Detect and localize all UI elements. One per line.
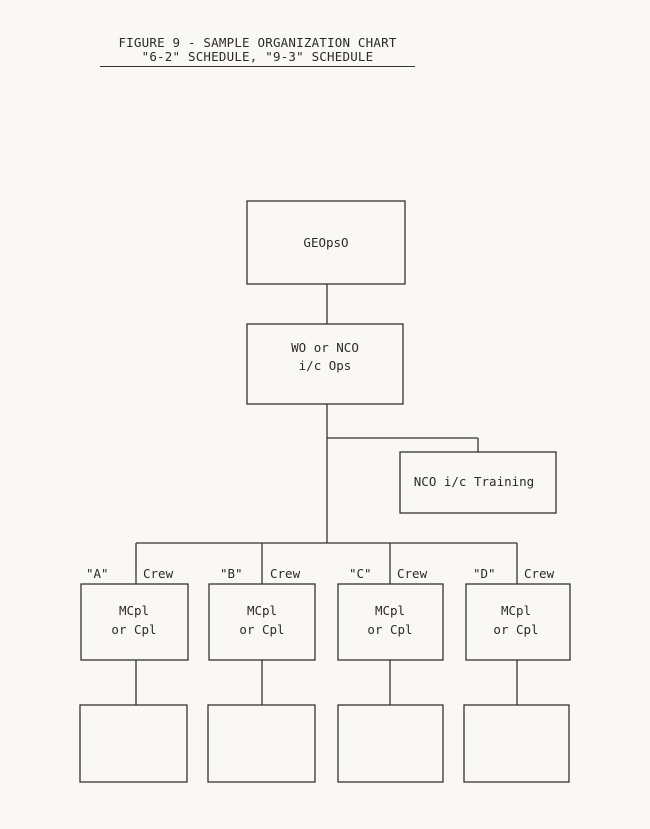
crew-b-letter: "B"	[220, 566, 243, 581]
crew-b-label-line1: MCpl	[247, 603, 277, 618]
crew-b-label-line2: or Cpl	[239, 622, 284, 637]
node-ops-label-line1: WO or NCO	[291, 340, 359, 355]
crew-c-label-line1: MCpl	[375, 603, 405, 618]
crew-b-word: Crew	[270, 566, 301, 581]
crew-a-label-line1: MCpl	[119, 603, 149, 618]
crew-c-word: Crew	[397, 566, 428, 581]
crew-d-box	[465, 583, 571, 661]
crew-a-word: Crew	[143, 566, 174, 581]
node-training-label: NCO i/c Training	[414, 474, 534, 489]
crew-d-word: Crew	[524, 566, 555, 581]
figure-subtitle: "6-2" SCHEDULE, "9-3" SCHEDULE	[141, 49, 374, 64]
crew-d-letter: "D"	[473, 566, 496, 581]
node-geopso-label: GEOpsO	[303, 235, 348, 250]
crew-c-sub-box	[337, 704, 444, 783]
crew-c-letter: "C"	[349, 566, 372, 581]
crew-c-box	[337, 583, 444, 661]
figure-title: FIGURE 9 - SAMPLE ORGANIZATION CHART	[118, 35, 397, 50]
crew-d-label-line2: or Cpl	[493, 622, 538, 637]
node-ops-label-line2: i/c Ops	[299, 358, 352, 373]
crew-d-sub-box	[463, 704, 570, 783]
crew-c-label-line2: or Cpl	[367, 622, 412, 637]
crew-b-sub-box	[207, 704, 316, 783]
crew-d-label-line1: MCpl	[501, 603, 531, 618]
crew-a-label-line2: or Cpl	[111, 622, 156, 637]
node-training-box	[399, 451, 557, 514]
crew-a-box	[80, 583, 189, 661]
node-ops-box	[246, 323, 404, 405]
title-underline	[100, 66, 415, 67]
crew-a-letter: "A"	[86, 566, 109, 581]
crew-a-sub-box	[79, 704, 188, 783]
crew-b-box	[208, 583, 316, 661]
node-geopso-box	[246, 200, 406, 285]
